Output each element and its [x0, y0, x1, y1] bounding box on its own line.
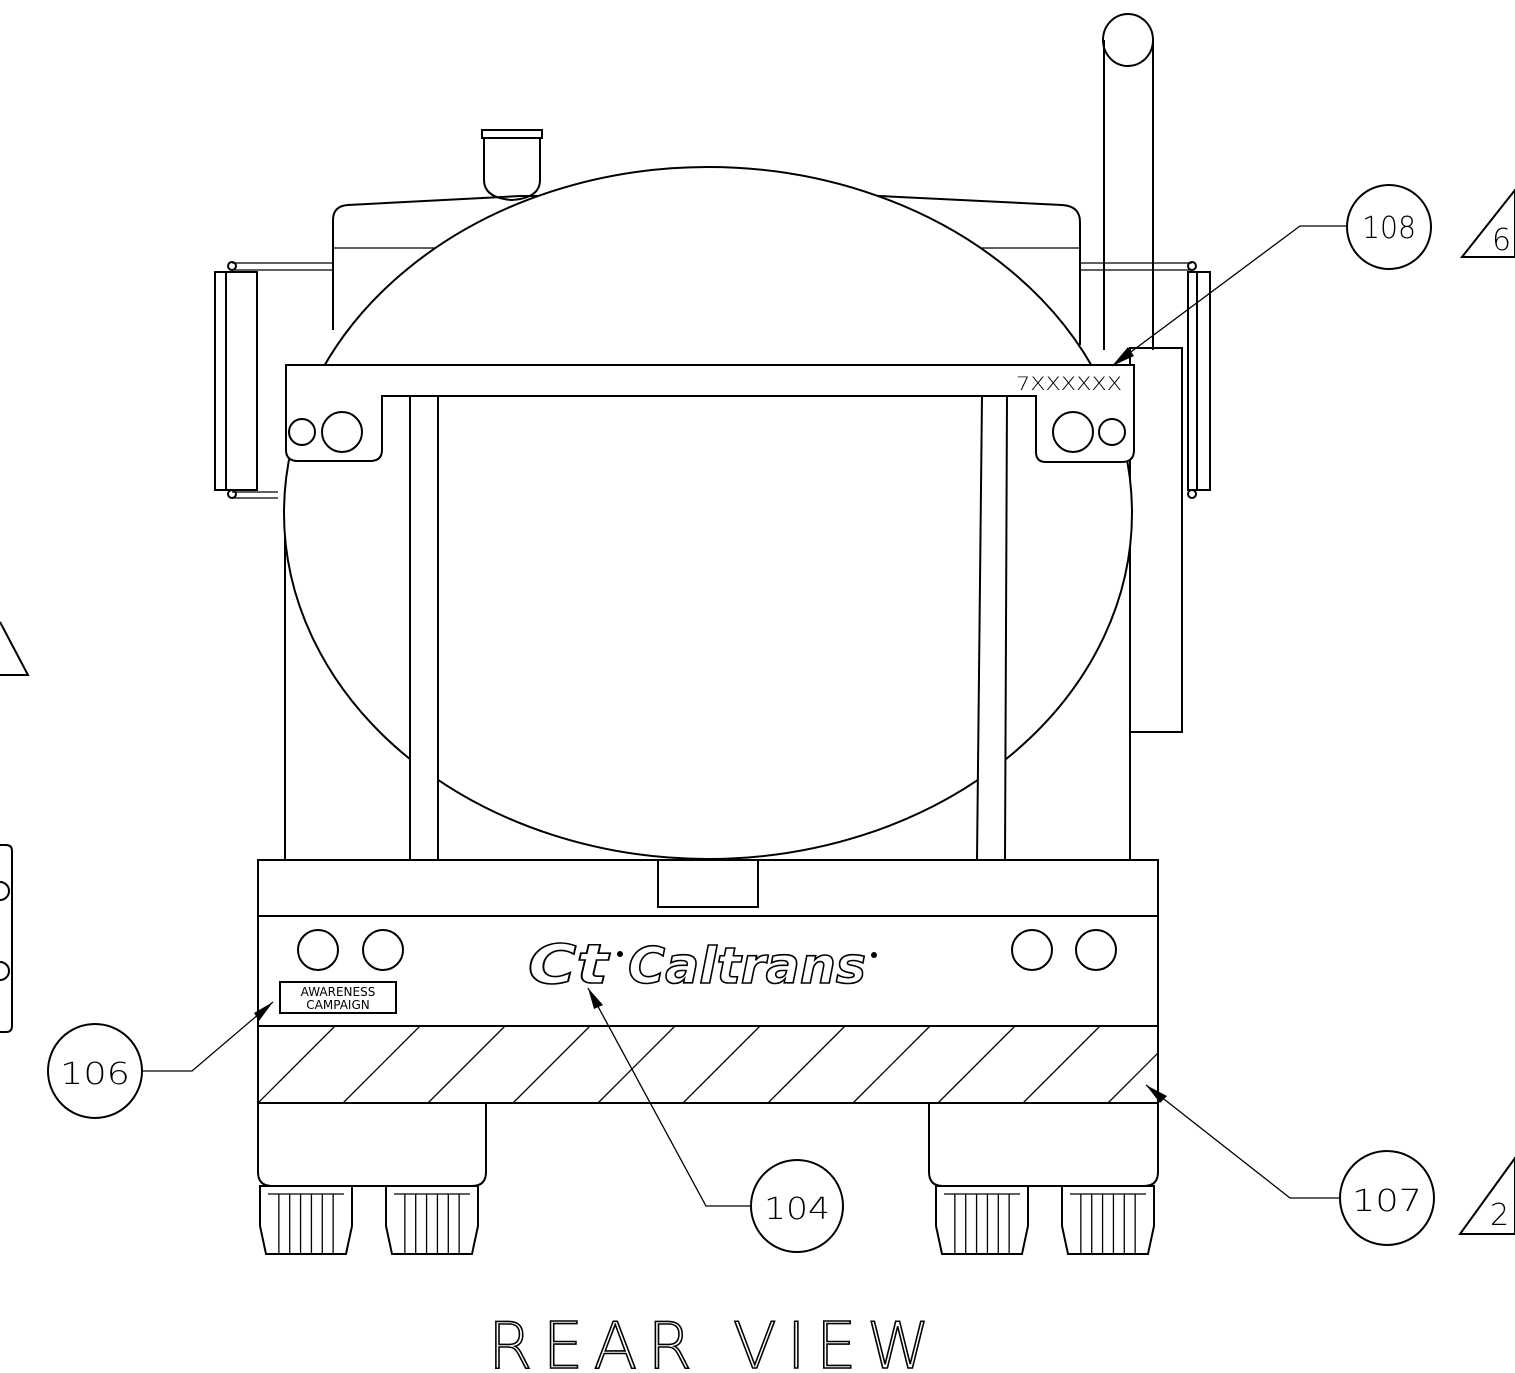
callout-104-label: 104: [764, 1192, 830, 1227]
bumper-hatch-line: [427, 1026, 506, 1103]
right-tail-light-inner: [1011, 929, 1053, 971]
callout-107-rev: 2: [1490, 1198, 1509, 1233]
awareness-campaign-sign: AWARENESS CAMPAIGN: [279, 981, 397, 1014]
bumper-hatch-line: [852, 1026, 931, 1103]
left-tail-light-inner: [362, 929, 404, 971]
bumper-hatch-line: [1193, 1026, 1270, 1103]
tire: [935, 1185, 1029, 1255]
bumper-hatch-line: [597, 1026, 676, 1103]
callout-108: 108 6: [1111, 184, 1515, 367]
reflective-bumper: [257, 1025, 1270, 1104]
bumper-hatch-line: [512, 1026, 591, 1103]
logo-dot-2: [871, 952, 877, 958]
caltrans-logo-mark: Ct: [528, 933, 611, 996]
bumper-hatch-line: [767, 1026, 846, 1103]
right-mirror: [1080, 261, 1211, 499]
bumper-hatch-line: [1022, 1026, 1101, 1103]
tire: [259, 1185, 353, 1255]
callout-106-label: 106: [60, 1057, 130, 1092]
adjacent-view-fragment: [0, 621, 30, 1033]
view-title: REAR VIEW: [488, 1310, 948, 1373]
callout-108-rev: 6: [1492, 223, 1511, 258]
rear-body: [257, 859, 1159, 1027]
left-tail-light-outer: [297, 929, 339, 971]
bumper-hatch-line: [342, 1026, 421, 1103]
callout-104: 104: [587, 987, 844, 1253]
rear-tires: [259, 1185, 1155, 1255]
awareness-line1: AWARENESS: [301, 985, 376, 999]
plate-number-text: 7XXXXXX: [1016, 373, 1122, 395]
tire: [1061, 1185, 1155, 1255]
callout-107: 107 2: [1145, 1084, 1515, 1246]
callout-106: 106: [47, 1001, 274, 1119]
revision-triangle-6: [1459, 188, 1515, 258]
callout-107-label: 107: [1352, 1184, 1422, 1219]
left-mirror: [214, 261, 333, 499]
mud-flaps: [257, 1103, 1159, 1187]
callout-108-label: 108: [1362, 211, 1416, 246]
logo-dot-1: [617, 951, 623, 957]
bumper-hatch-line: [937, 1026, 1016, 1103]
revision-triangle-2: [1458, 1156, 1515, 1235]
awareness-line2: CAMPAIGN: [306, 998, 369, 1012]
bumper-hatch-line: [1107, 1052, 1158, 1103]
filler-cap: [481, 129, 543, 202]
caltrans-logo: Ct Caltrans: [527, 932, 877, 997]
caltrans-logo-wordmark: Caltrans: [628, 937, 866, 995]
tire: [385, 1185, 479, 1255]
bumper-hatch-line: [258, 1026, 336, 1103]
right-tail-light-outer: [1075, 929, 1117, 971]
bumper-hatch-line: [682, 1026, 761, 1103]
